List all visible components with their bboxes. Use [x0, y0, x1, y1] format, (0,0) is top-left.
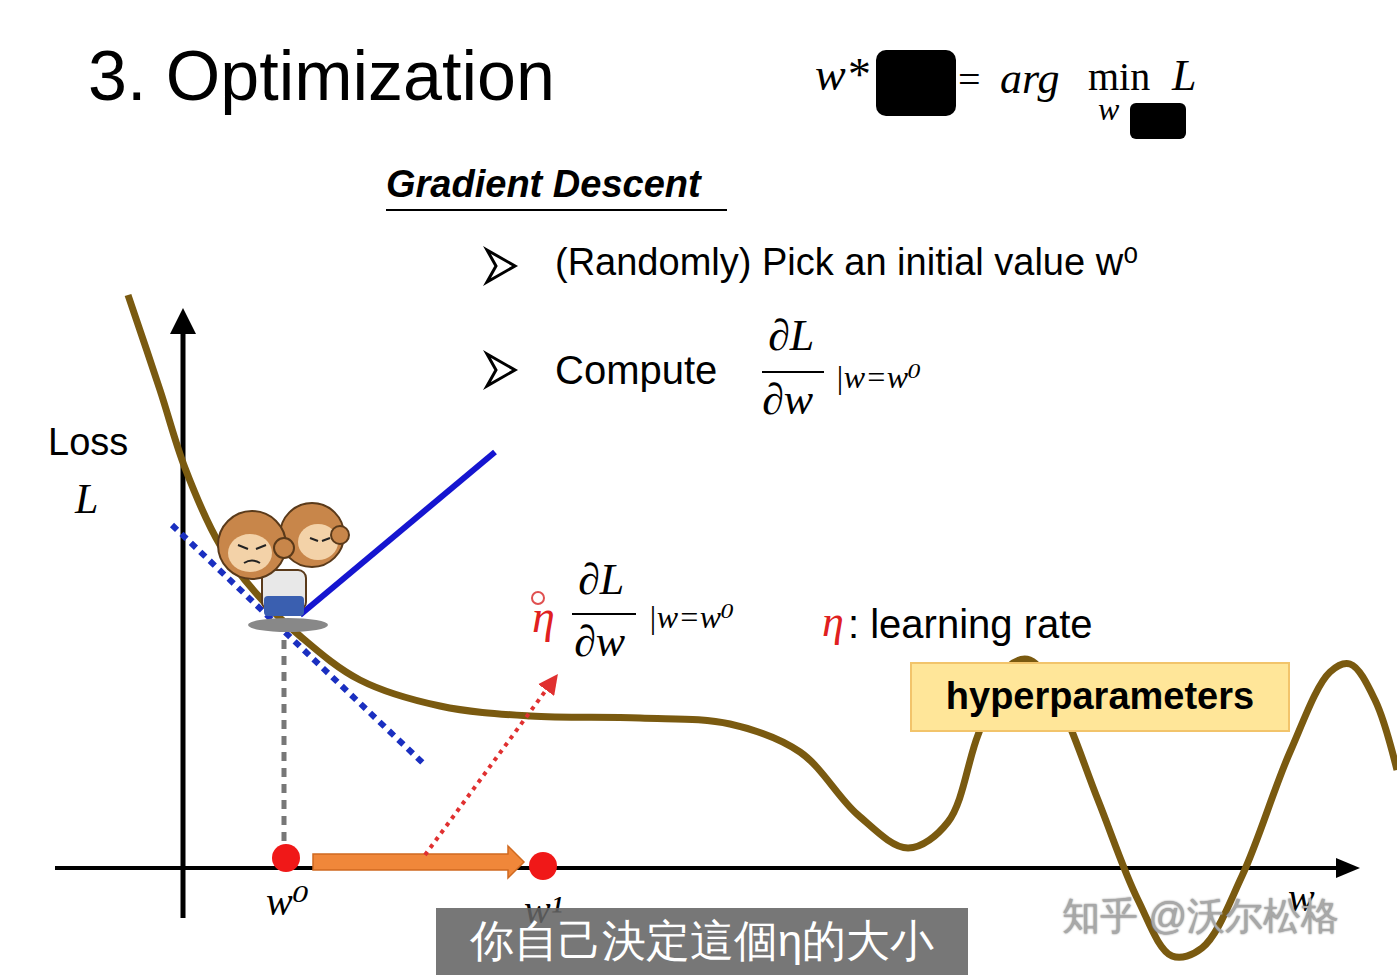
hyperparameter-box: hyperparameters [910, 662, 1290, 732]
bullet-arrow [487, 354, 515, 386]
axis-arrowhead [170, 308, 196, 334]
fraction-numerator: ∂L [768, 312, 814, 360]
bullet-text: Compute [555, 348, 717, 392]
drop-line [282, 640, 287, 846]
subtitle-box: 你自己決定這個η的大小 [436, 908, 968, 975]
x-axis [55, 866, 1340, 870]
axis-tick-label: w⁰ [266, 880, 309, 924]
node-text: hyperparameters [946, 676, 1254, 718]
monkey-features [238, 538, 330, 563]
fraction-bar [762, 371, 824, 373]
axis-arrowhead [1336, 858, 1360, 878]
math-symbol: = [958, 58, 981, 102]
monkey-face [228, 534, 272, 572]
slide-title: 3. Optimization [88, 38, 555, 115]
math-symbol: arg [1000, 55, 1060, 103]
step-arrow [313, 846, 524, 878]
section-heading: Gradient Descent [386, 164, 701, 206]
math-subscript: w [1098, 92, 1119, 127]
learning-rate-symbol: η [822, 598, 844, 646]
fraction-denominator: ∂w [762, 376, 813, 424]
monkey-figure [218, 503, 349, 632]
evaluation-bar: |w=w⁰ [835, 360, 921, 395]
fraction-numerator: ∂L [578, 556, 624, 604]
math-symbol: w* [815, 50, 869, 101]
monkey-ear [331, 526, 349, 544]
fraction-bar [572, 613, 636, 615]
point-w0 [272, 844, 300, 872]
fraction-denominator: ∂w [574, 618, 625, 666]
monkey-pants [264, 596, 304, 616]
redaction-block [1130, 103, 1186, 139]
evaluation-bar: |w=w⁰ [648, 600, 734, 635]
bullet-arrow [487, 250, 515, 282]
learning-rate-symbol: η [532, 592, 555, 643]
loss-curve [128, 295, 1397, 957]
watermark: 知乎 @沃尔松格 [1062, 896, 1339, 938]
shadow [248, 618, 328, 632]
redaction-block [876, 50, 956, 116]
y-axis [181, 330, 186, 918]
definition-text: : learning rate [848, 602, 1093, 646]
bullet-text: (Randomly) Pick an initial value w⁰ [555, 242, 1138, 284]
step-size-arrow [425, 682, 552, 855]
monkey-ear [274, 538, 294, 558]
math-symbol: L [1172, 52, 1196, 100]
underline [386, 209, 727, 211]
axis-title: L [75, 476, 98, 522]
node-text: 你自己決定這個η的大小 [470, 917, 934, 965]
point-w1 [529, 852, 557, 880]
axis-title: Loss [48, 422, 128, 464]
